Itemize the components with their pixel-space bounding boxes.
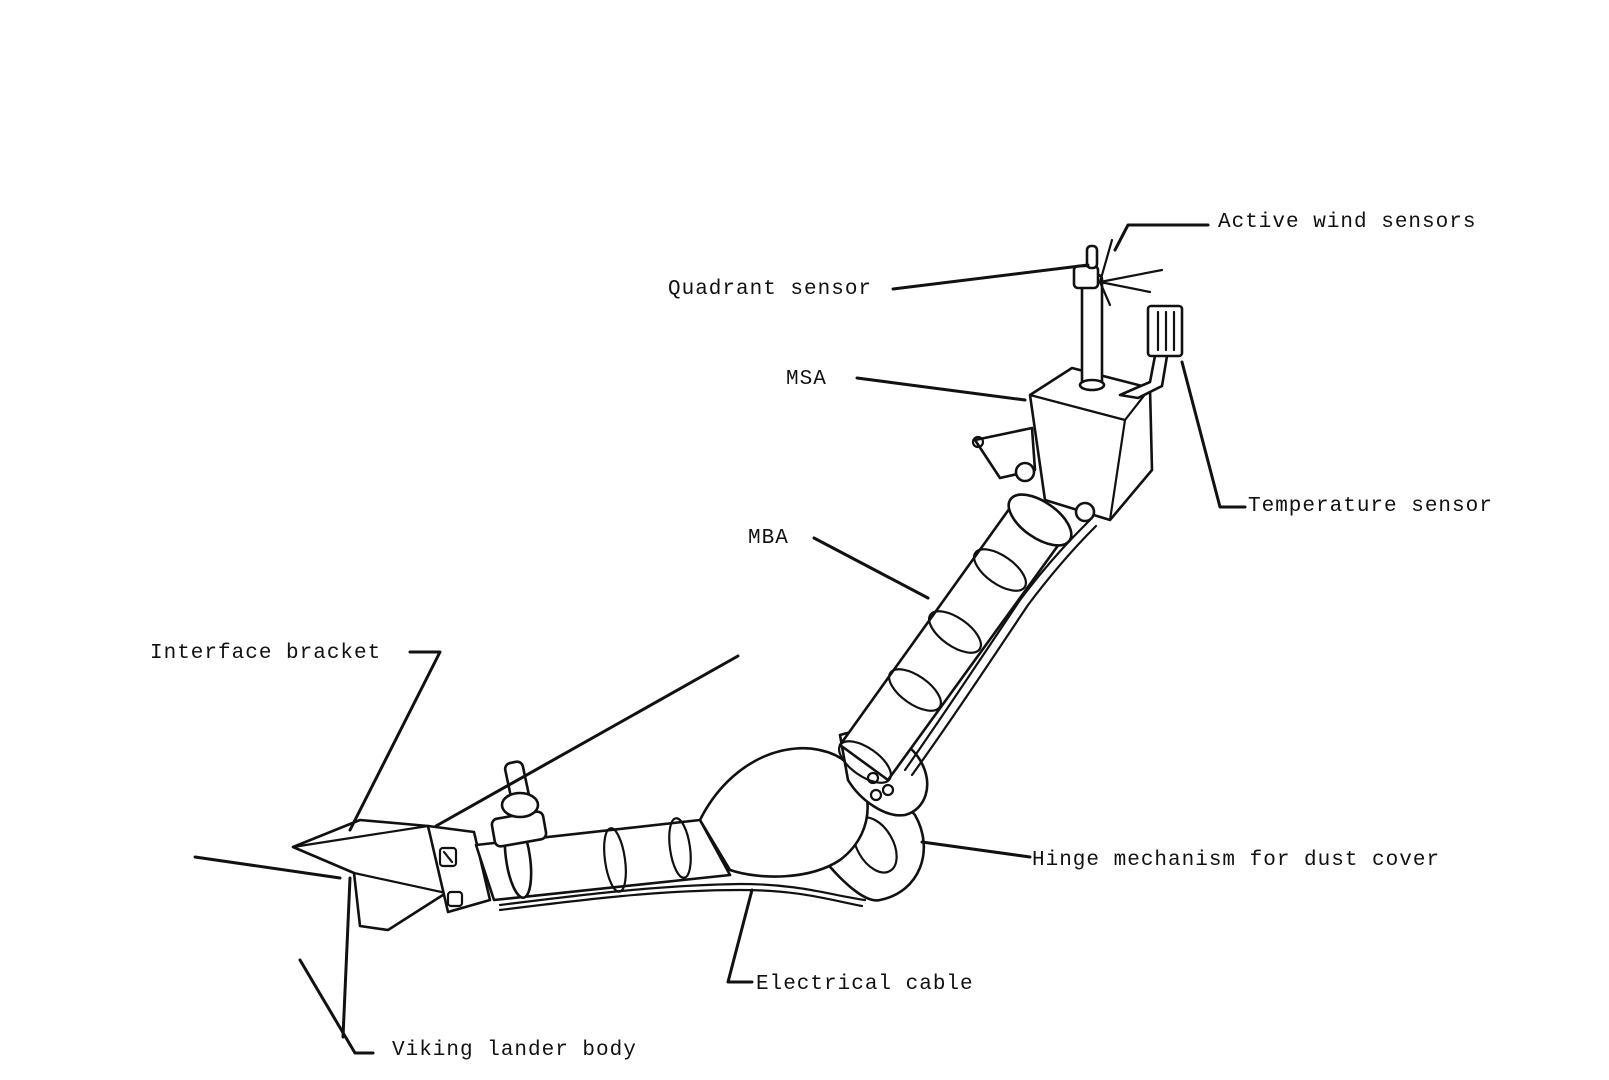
leader-quadrant-sensor (891, 263, 1090, 291)
leader-lander-body (193, 855, 342, 880)
label-temperature-sensor: Temperature sensor (1248, 495, 1493, 518)
temperature-sensor-drawing (1118, 304, 1184, 400)
active-wind-sensors-drawing (1098, 238, 1164, 307)
label-msa: MSA (786, 368, 827, 391)
leader-interface-bracket (348, 650, 442, 832)
mba-boom-drawing (838, 493, 1098, 784)
label-hinge-mechanism: Hinge mechanism for dust cover (1032, 849, 1441, 872)
leader-lines (193, 223, 1247, 1055)
label-electrical-cable: Electrical cable (756, 973, 974, 996)
label-mba: MBA (748, 527, 789, 550)
label-interface-bracket: Interface bracket (150, 642, 382, 665)
leader-msa (855, 376, 1027, 402)
label-quadrant-sensor: Quadrant sensor (668, 278, 873, 301)
leader-mba (812, 536, 930, 600)
lower-boom-drawing (474, 810, 732, 902)
leader-electrical-cable (726, 888, 754, 984)
leader-temperature-sensor (1180, 360, 1247, 509)
electrical-cable-drawing-2 (498, 888, 864, 912)
leader-lander-body-3 (298, 958, 375, 1055)
lander-body-drawing (291, 818, 448, 932)
leader-active-wind-sensors (1113, 223, 1210, 252)
msa-head-drawing (971, 366, 1154, 523)
leader-fitting (434, 654, 740, 828)
label-viking-lander-body: Viking lander body (392, 1039, 637, 1062)
interface-bracket-drawing (426, 824, 492, 914)
leader-hinge-mechanism (920, 840, 1032, 859)
electrical-cable-drawing (498, 882, 867, 907)
leader-lander-body-2 (341, 876, 352, 1039)
quadrant-sensor-drawing (1072, 244, 1106, 392)
fitting-drawing (500, 760, 540, 819)
label-active-wind-sensors: Active wind sensors (1218, 211, 1477, 234)
